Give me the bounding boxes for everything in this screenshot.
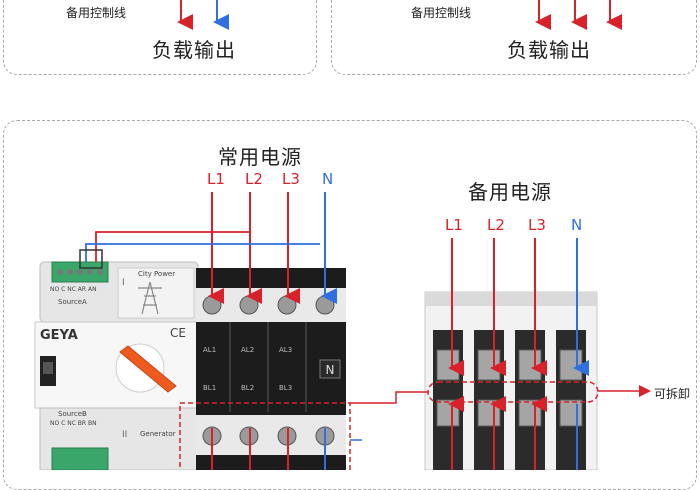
removable-label: 可拆卸 [654, 387, 691, 401]
normal-power-title: 常用电源 [218, 145, 302, 169]
upper-phase-label-1: AL1 [203, 346, 217, 354]
source-a-label: SourceA [58, 298, 87, 306]
lower-phase-label-1: BL1 [203, 384, 217, 392]
backup-power-title: 备用电源 [468, 180, 552, 204]
red-handle [115, 343, 177, 393]
backup-line-l3: L3 [528, 216, 546, 234]
brand-label: GEYA [40, 328, 78, 343]
badge-ii: II [122, 430, 128, 440]
backup-line-l2: L2 [487, 216, 505, 234]
terminal-labels-a: NO C NC AR AN [50, 286, 97, 293]
backup-line-n: N [571, 216, 583, 234]
normal-line-n: N [322, 170, 334, 188]
backup-switch-unit [424, 291, 651, 470]
ce-label: CE [170, 326, 186, 340]
lower-phase-label-2: BL2 [241, 384, 255, 392]
top-left-arrows [177, 0, 229, 30]
wiring-diagram: N [34, 0, 651, 470]
source-b-label: SourceB [58, 410, 87, 418]
ats-device: N [34, 261, 346, 470]
top-left-load-output-label: 负载输出 [152, 38, 236, 62]
terminal-labels-b: NO C NC BR BN [50, 420, 97, 427]
lower-phase-label-3: BL3 [279, 384, 293, 392]
upper-phase-label-3: AL3 [279, 346, 293, 354]
upper-phase-label-2: AL2 [241, 346, 255, 354]
normal-line-l1: L1 [207, 170, 225, 188]
city-power-label: City Power [138, 270, 176, 278]
generator-label: Generator [140, 430, 176, 438]
normal-line-l2: L2 [245, 170, 263, 188]
badge-i: I [122, 278, 125, 288]
backup-line-l1: L1 [445, 216, 463, 234]
normal-line-l3: L3 [282, 170, 300, 188]
top-right-arrows [535, 0, 622, 30]
top-left-control-line-label: 备用控制线 [66, 6, 127, 20]
top-right-load-output-label: 负载输出 [507, 38, 591, 62]
n-badge: N [326, 363, 335, 377]
top-right-control-line-label: 备用控制线 [411, 6, 472, 20]
top-left-panel [3, 0, 317, 75]
top-right-panel [331, 0, 697, 75]
tower-icon [138, 281, 162, 315]
